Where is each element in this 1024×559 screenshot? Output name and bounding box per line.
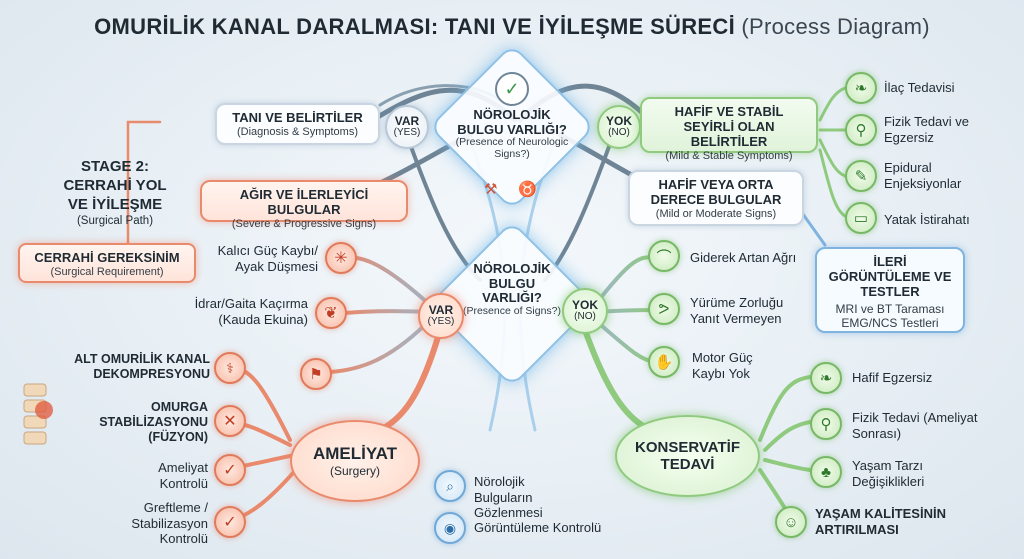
flag-icon: ⚑ (300, 358, 332, 390)
cons-physio-postop: Fizik Tedavi (Ameliyat Sonrası) (852, 410, 978, 441)
page-title: OMURİLİK KANAL DARALMASI: TANI VE İYİLEŞ… (94, 14, 930, 39)
surgery-node: AMELİYAT (Surgery) (290, 420, 420, 502)
conservative-node: KONSERVATİF TEDAVİ (615, 415, 760, 497)
microscope-icon: ⌕ (434, 470, 466, 502)
plant-icon: ♣ (810, 456, 842, 488)
sign-no-motor-loss: Motor Güç Kaybı Yok (692, 350, 753, 381)
var-node-mid: VAR(YES) (418, 293, 464, 339)
treatment-medication: İlaç Tedavisi (884, 80, 955, 95)
yok-node-mid: YOK(NO) (562, 288, 608, 334)
stopwatch-icon: ✓ (495, 72, 529, 106)
walk-icon: ⚲ (810, 408, 842, 440)
smile-icon: ☺ (775, 506, 807, 538)
imaging-control-label: Görüntüleme Kontrolü (474, 520, 602, 535)
moderate-signs-box: HAFİF VEYA ORTA DERECE BULGULAR (Mild or… (628, 170, 804, 226)
treatment-epidural: Epidural Enjeksiyonlar (884, 160, 962, 191)
step-surgery-control: Ameliyat Kontrolü (158, 460, 208, 491)
walk-icon: ⚲ (845, 114, 877, 146)
spine-illustration (23, 383, 53, 445)
stage2-title: STAGE 2: CERRAHİ YOL VE İYİLEŞME (Surgic… (63, 158, 167, 228)
var-node-top: VAR(YES) (385, 105, 429, 149)
sign-cauda-equina: İdrar/Gaita Kaçırma (Kauda Ekuina) (194, 296, 308, 327)
sign-foot-drop: Kalıcı Güç Kaybı/ Ayak Düşmesi (217, 243, 318, 274)
cons-light-exercise: Hafif Egzersiz (852, 370, 933, 385)
bladder-icon: ♉ (518, 181, 537, 198)
step-graft-control: Greftleme / Stabilizasyon Kontrolü (131, 500, 208, 547)
hand-icon: ✋ (648, 346, 680, 378)
imaging-box: İLERİ GÖRÜNTÜLEME VE TESTLER MRI ve BT T… (815, 247, 965, 333)
spine-icon: ⚕ (214, 352, 246, 384)
diagnosis-box: TANI VE BELİRTİLER (Diagnosis & Symptoms… (215, 103, 380, 145)
bed-icon: ▭ (845, 202, 877, 234)
sign-increasing-pain: Giderek Artan Ağrı (690, 250, 797, 265)
syringe-icon: ✎ (845, 160, 877, 192)
sign-walking-difficulty: Yürüme Zorluğu Yanıt Vermeyen (690, 295, 784, 326)
treatment-physio: Fizik Tedavi ve Egzersiz (884, 114, 970, 145)
check-icon: ✓ (214, 454, 246, 486)
observation-label: Nörolojik Bulguların Gözlenmesi (474, 474, 543, 521)
mild-stable-box: HAFİF VE STABİL SEYİRLİ OLAN BELİRTİLER … (640, 97, 818, 162)
step-decompression: ALT OMURİLİK KANAL DEKOMPRESYONU (74, 352, 210, 381)
treatment-bedrest: Yatak İstirahatı (884, 212, 970, 227)
eye-icon: ◉ (434, 512, 466, 544)
muscle-icon: ❦ (315, 297, 347, 329)
diamond-mid-text: NÖROLOJİK BULGU VARLIĞI? (Presence of Si… (462, 261, 562, 317)
step-fusion: OMURGA STABİLİZASYONU (FÜZYON) (99, 400, 208, 444)
leaf-icon: ❧ (810, 362, 842, 394)
flex-icon: ᕗ (648, 293, 680, 325)
leaf-icon: ❧ (845, 72, 877, 104)
cons-quality-of-life: YAŞAM KALİTESİNİN ARTIRILMASI (815, 506, 946, 537)
x-icon: ✕ (214, 405, 246, 437)
nerve-icon: ✳ (325, 242, 357, 274)
check-icon: ✓ (214, 506, 246, 538)
arm-icon: ⌒ (648, 240, 680, 272)
severe-signs-box: AĞIR VE İLERLEYİCİ BULGULAR (Severe & Pr… (200, 180, 408, 230)
yok-node-top: YOK(NO) (597, 105, 641, 149)
diamond-top-text: NÖROLOJİK BULGU VARLIĞI? (Presence of Ne… (455, 107, 569, 160)
surgical-requirement-box: CERRAHİ GEREKSİNİM (Surgical Requirement… (18, 243, 196, 283)
cons-lifestyle: Yaşam Tarzı Değişiklikleri (852, 458, 925, 489)
reflex-hammer-icon: ⚒ (484, 181, 498, 198)
